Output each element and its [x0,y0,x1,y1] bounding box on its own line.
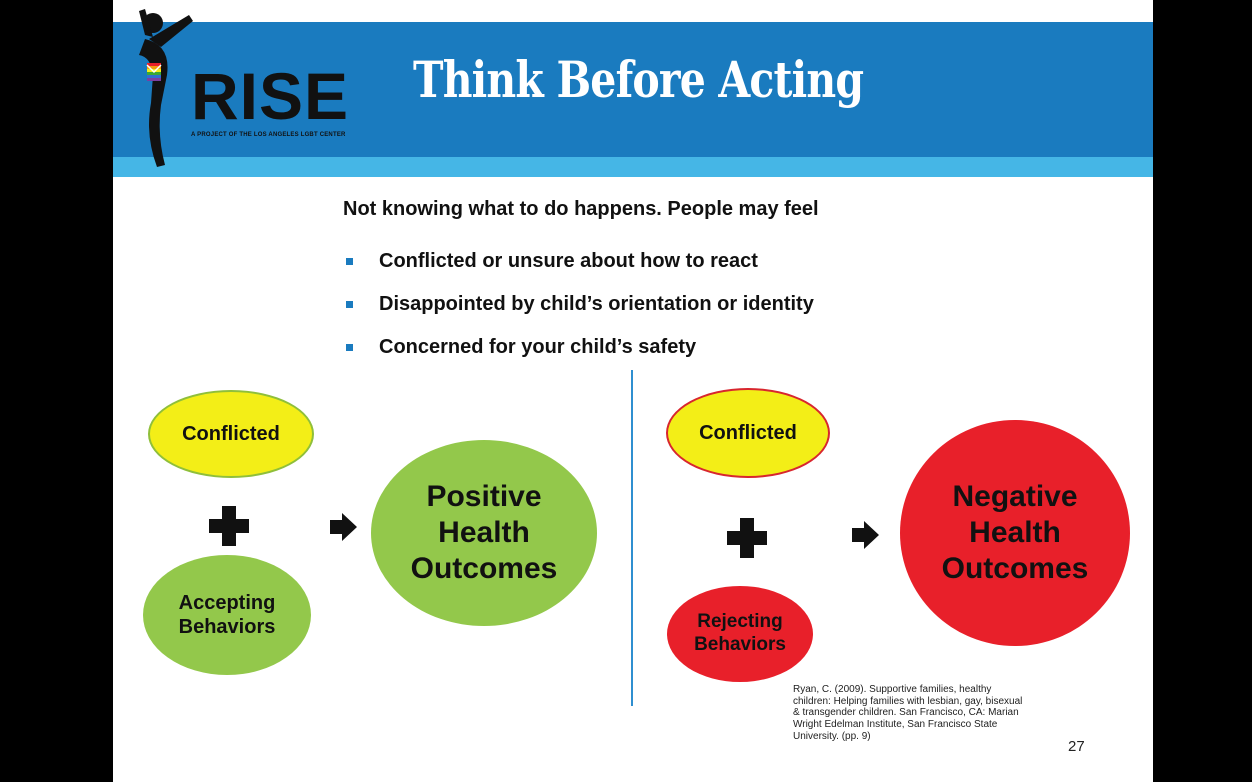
intro-text: Not knowing what to do happens. People m… [343,198,819,220]
bullet-list: Conflicted or unsure about how to react … [343,240,814,369]
positive-line2: Health [438,516,530,549]
bullet-text: Conflicted or unsure about how to react [379,250,758,272]
negative-line1: Negative [952,480,1078,513]
rise-logo: RISE A PROJECT OF THE LOS ANGELES LGBT C… [131,5,348,167]
left-accepting-oval: Accepting Behaviors [143,555,311,675]
left-conflicted-label: Conflicted [182,423,280,445]
positive-outcomes-oval: Positive Health Outcomes [371,440,597,626]
page-number: 27 [1068,738,1085,755]
left-conflicted-oval: Conflicted [148,390,314,478]
left-accepting-line1: Accepting [178,592,276,614]
header-band [113,22,1153,157]
positive-line1: Positive [426,480,542,513]
plus-icon [727,518,767,558]
right-conflicted-oval: Conflicted [666,388,830,478]
bullet-item: Disappointed by child’s orientation or i… [343,283,814,326]
slide: RISE A PROJECT OF THE LOS ANGELES LGBT C… [113,0,1153,782]
slide-title: Think Before Acting [413,50,864,109]
bullet-square-icon [346,258,353,265]
logo-tagline: A PROJECT OF THE LOS ANGELES LGBT CENTER [191,132,346,138]
right-rejecting-line2: Behaviors [694,634,786,655]
bullet-item: Concerned for your child’s safety [343,326,814,369]
positive-line3: Outcomes [410,552,558,585]
header-top-margin [113,0,1153,22]
negative-line2: Health [969,516,1061,549]
left-accepting-line2: Behaviors [178,616,276,638]
plus-icon [209,506,249,546]
citation-text: Ryan, C. (2009). Supportive families, he… [793,684,1023,742]
bullet-text: Disappointed by child’s orientation or i… [379,293,814,315]
right-rejecting-oval: Rejecting Behaviors [667,586,813,682]
negative-line3: Outcomes [941,552,1089,585]
bullet-item: Conflicted or unsure about how to react [343,240,814,283]
bullet-text: Concerned for your child’s safety [379,336,697,358]
rise-figure-logo [139,9,193,167]
header-stripe [113,157,1153,177]
logo-wordmark: RISE [191,59,350,133]
bullet-square-icon [346,344,353,351]
center-divider [631,370,633,706]
negative-outcomes-oval: Negative Health Outcomes [900,420,1130,646]
arrow-right-icon [852,521,879,549]
arrow-right-icon [330,513,357,541]
right-conflicted-label: Conflicted [699,422,797,444]
right-rejecting-line1: Rejecting [697,611,783,633]
bullet-square-icon [346,301,353,308]
